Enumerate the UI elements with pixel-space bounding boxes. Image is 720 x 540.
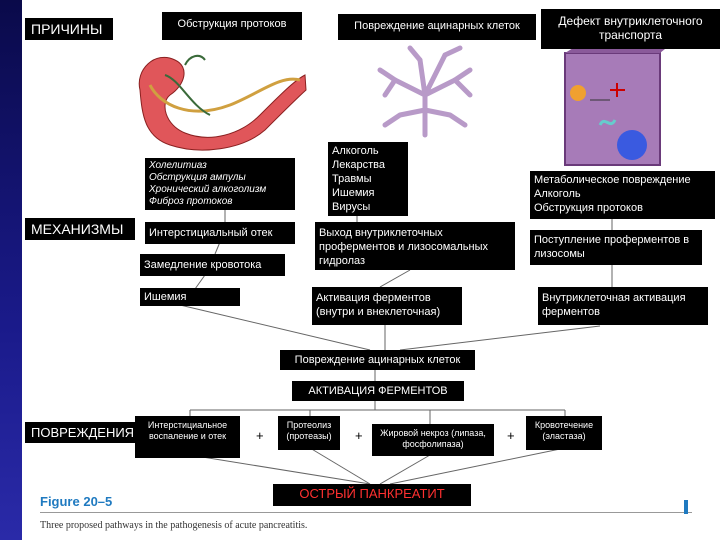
connector-line xyxy=(214,241,221,255)
mech-slowed-blood-flow: Замедление кровотока xyxy=(140,254,285,276)
caption-marker xyxy=(684,500,688,514)
cause-item: Обструкция ампулы xyxy=(149,172,246,183)
figure-caption: Three proposed pathways in the pathogene… xyxy=(40,520,308,531)
connector-line xyxy=(379,269,411,288)
damage-proteolysis: Протеолиз (протеазы) xyxy=(278,416,340,450)
cause-item: Хронический алкоголизм xyxy=(149,184,267,195)
caption-divider xyxy=(40,512,692,513)
label-damage: ПОВРЕЖДЕНИЯ xyxy=(25,422,137,443)
cause-item: Алкоголь xyxy=(332,145,379,157)
acinar-causes-list: Алкоголь Лекарства Травмы Ишемия Вирусы xyxy=(328,142,408,216)
connector-line xyxy=(309,447,371,485)
header-duct-obstruction: Обструкция протоков xyxy=(162,12,302,40)
mech-enzyme-activation-caps: АКТИВАЦИЯ ФЕРМЕНТОВ xyxy=(292,381,464,401)
mech-intracellular-activation: Внутриклеточная активация ферментов xyxy=(538,287,708,325)
mech-ischemia: Ишемия xyxy=(140,288,240,306)
damage-hemorrhage: Кровотечение (эластаза) xyxy=(526,416,602,450)
connector-line xyxy=(179,304,371,351)
metabolic-causes-list: Метаболическое повреждение Алкоголь Обст… xyxy=(530,171,715,219)
damage-fat-necrosis: Жировой некроз (липаза, фосфолипаза) xyxy=(372,424,494,456)
connector-line xyxy=(399,325,601,351)
figure-number: Figure 20–5 xyxy=(40,494,113,509)
damage-interstitial-inflammation: Интерстициальное воспаление и отек xyxy=(135,416,240,458)
header-transport-defect: Дефект внутриклеточного транспорта xyxy=(541,9,720,49)
mech-enzyme-release: Выход внутриклеточных проферментов и лиз… xyxy=(315,222,515,270)
label-causes: ПРИЧИНЫ xyxy=(25,18,113,40)
label-mechanisms: МЕХАНИЗМЫ xyxy=(25,218,135,240)
mech-interstitial-edema: Интерстициальный отек xyxy=(145,222,295,244)
cause-item: Ишемия xyxy=(332,187,375,199)
connector-line xyxy=(194,274,206,290)
cell-illustration xyxy=(564,45,670,166)
slide-sidebar xyxy=(0,0,22,540)
connector-line xyxy=(189,454,371,485)
cause-item: Алкоголь xyxy=(534,188,581,200)
connector-line xyxy=(379,454,431,485)
cause-item: Травмы xyxy=(332,173,372,185)
mech-enzyme-activation: Активация ферментов (внутри и внеклеточн… xyxy=(312,287,462,325)
acinar-illustration xyxy=(377,45,473,138)
mech-proenzyme-to-lysosome: Поступление проферментов в лизосомы xyxy=(530,230,702,265)
cause-item: Лекарства xyxy=(332,159,386,171)
connector-line xyxy=(389,447,566,485)
plus-sign: + xyxy=(355,428,363,443)
result-acute-pancreatitis: ОСТРЫЙ ПАНКРЕАТИТ xyxy=(273,484,471,506)
mech-acinar-cell-damage: Повреждение ацинарных клеток xyxy=(280,350,475,370)
plus-sign: + xyxy=(256,428,264,443)
cause-item: Вирусы xyxy=(332,201,371,213)
cause-item: Обструкция протоков xyxy=(534,202,643,214)
header-acinar-injury: Повреждение ацинарных клеток xyxy=(338,14,536,40)
cause-item: Метаболическое повреждение xyxy=(534,174,691,186)
obstruction-causes-list: Холелитиаз Обструкция ампулы Хронический… xyxy=(145,158,295,210)
plus-sign: + xyxy=(507,428,515,443)
pancreas-illustration xyxy=(138,54,307,151)
cause-item: Фиброз протоков xyxy=(149,196,233,207)
cause-item: Холелитиаз xyxy=(149,160,207,171)
